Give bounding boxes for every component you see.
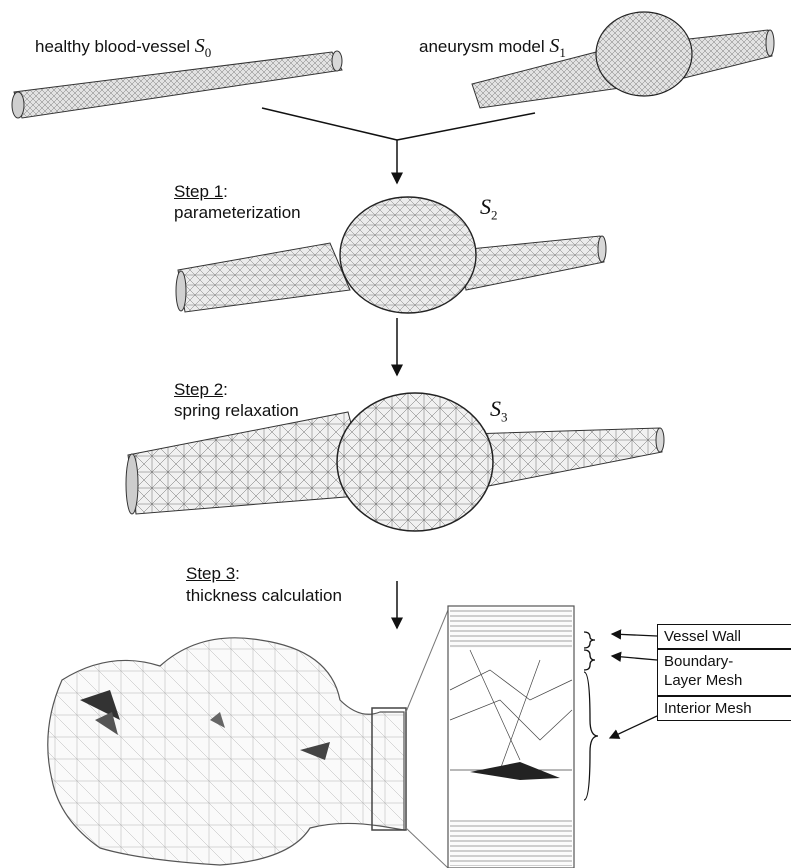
zoomed-mesh-panel [448,606,574,868]
healthy-vessel-label: healthy blood-vessel S0 [35,36,211,63]
aneurysm-model-label: aneurysm model S1 [419,36,566,63]
step3-description: thickness calculation [186,586,342,606]
legend-vessel-wall: Vessel Wall [657,624,791,649]
step1-heading: Step 1: [174,182,228,202]
step3-heading: Step 3: [186,564,240,584]
legend-interior-mesh: Interior Mesh [657,696,791,721]
symbol-s3: S3 [490,396,508,425]
step1-description: parameterization [174,203,301,223]
legend-boundary-layer-mesh: Boundary- Layer Mesh [657,649,791,696]
step2-heading: Step 2: [174,380,228,400]
symbol-s1: S1 [549,35,566,57]
symbol-s2: S2 [480,194,498,223]
legend-arrows [610,634,657,738]
merge-connector [262,108,535,183]
thickness-cross-section [48,610,448,868]
layer-braces [584,632,598,800]
step2-description: spring relaxation [174,401,299,421]
symbol-s0: S0 [195,35,212,57]
